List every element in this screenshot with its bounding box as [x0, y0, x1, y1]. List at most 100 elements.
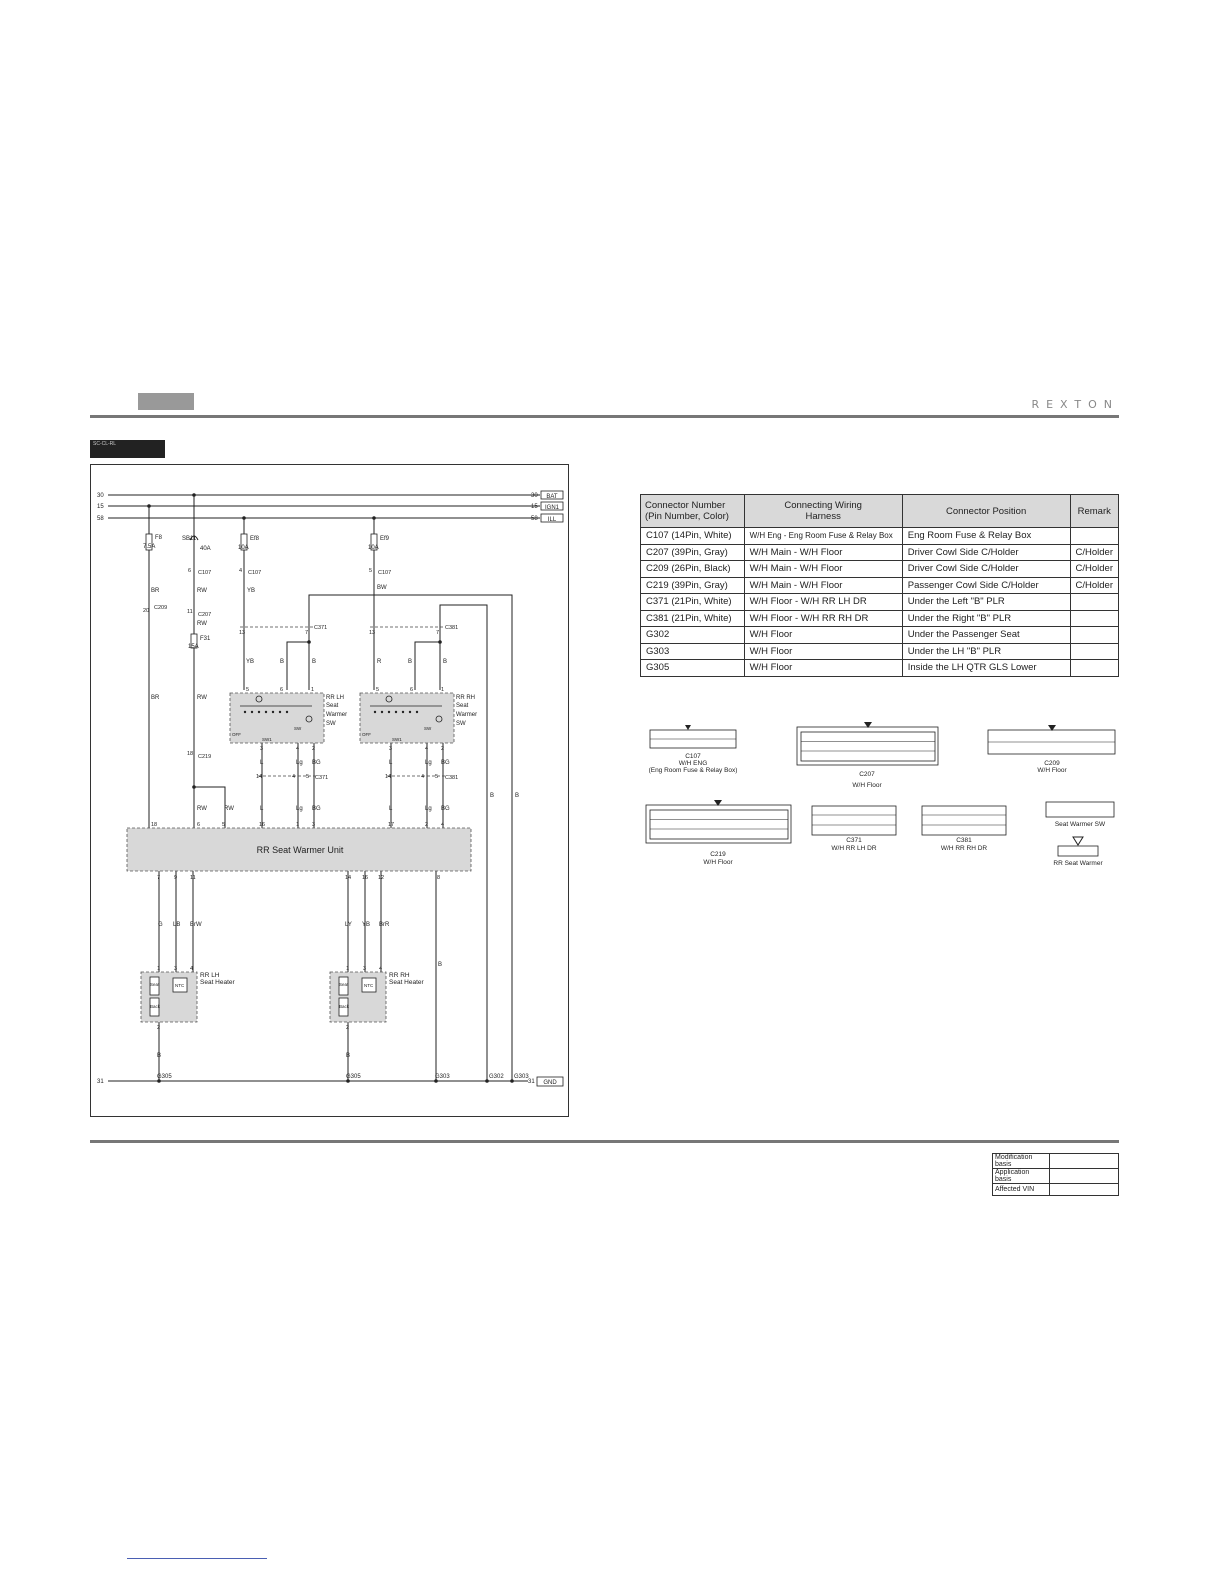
fuse-ef9-id: Ef9: [380, 536, 390, 542]
lh-sw-pin-3: 3: [260, 746, 263, 752]
wire-b-1: B: [280, 659, 284, 665]
unit-pin-16: 16: [362, 875, 368, 881]
cell-connector: C207 (39Pin, Gray): [640, 543, 745, 561]
lh-heater-back: Back: [150, 1004, 161, 1009]
c381-label-top: C381: [445, 625, 458, 631]
wiring-diagram-frame: [90, 464, 569, 1117]
rh-heater-pin-3: 3: [363, 966, 366, 972]
ground-g305-1: G305: [157, 1074, 172, 1080]
ground-g303-2: G303: [514, 1074, 529, 1080]
c371-pin-5: 5: [306, 774, 309, 780]
cell-connector: G305: [640, 659, 745, 677]
wire-b-3: B: [408, 659, 412, 665]
lh-switch-line-4: SW: [326, 721, 336, 727]
cell-harness: W/H Floor - W/H RR RH DR: [743, 609, 903, 627]
lh-heater-line-1: RR LH: [200, 972, 220, 979]
wire-lg-4: Lg: [425, 806, 432, 812]
unit-pin-16: 16: [259, 822, 265, 828]
cell-remark: [1069, 593, 1119, 611]
wire-b-5: B: [490, 793, 494, 799]
mod-label: Affected VIN: [992, 1183, 1050, 1196]
fuse-f31-rating: 15A: [188, 644, 199, 650]
ground-g302: G302: [489, 1074, 504, 1080]
cell-harness: W/H Main - W/H Floor: [743, 576, 903, 594]
face-c107-name: C107: [685, 753, 701, 760]
cell-position: Driver Cowl Side C/Holder: [901, 560, 1071, 578]
unit-pin-12: 12: [378, 875, 384, 881]
wire-bg-3: BG: [312, 806, 321, 812]
fuse-ef9-rating: 10A: [368, 545, 379, 551]
wire-bw: BW: [377, 585, 387, 591]
fuse-ef8-id: Ef8: [250, 536, 260, 542]
c371-pin-14: 14: [256, 774, 262, 780]
wire-ly: LY: [345, 922, 352, 928]
rh-heater-line-1: RR RH: [389, 972, 410, 979]
face-c381-sub: W/H RR RH DR: [941, 845, 988, 852]
mod-label: Application basis: [992, 1168, 1050, 1184]
wire-r: R: [377, 659, 382, 665]
wire-br-1: BR: [151, 588, 160, 594]
lh-switch-sw1: SW1: [262, 737, 272, 742]
unit-pin-1: 1: [296, 822, 299, 828]
footer-link-underline[interactable]: [127, 1558, 267, 1559]
c371-label-top: C371: [314, 625, 327, 631]
face-c209-sub: W/H Floor: [1037, 767, 1067, 774]
rh-switch-sw: SW: [424, 726, 432, 731]
rail-15-number: 15: [97, 504, 104, 510]
table-row: C381 (21Pin, White)W/H Floor - W/H RR RH…: [640, 609, 1119, 627]
c219-label: C219: [198, 754, 211, 760]
c207-pin-11: 11: [187, 609, 193, 615]
rh-sw-pin-1: 1: [441, 687, 444, 693]
wire-rw-1: RW: [197, 588, 207, 594]
c219-pin-18: 18: [187, 751, 193, 757]
lh-switch-line-2: Seat: [326, 703, 339, 709]
cell-remark: [1069, 527, 1119, 545]
c381-label-bottom: C381: [445, 775, 458, 781]
lh-switch-sw: SW: [294, 726, 302, 731]
rail-30-number: 30: [97, 493, 104, 499]
unit-pin-7: 7: [157, 875, 160, 881]
unit-pin-9: 9: [174, 875, 177, 881]
rail-gnd-label: GND: [543, 1080, 557, 1086]
unit-pin-8: 8: [437, 875, 440, 881]
c107-pin-5: 5: [369, 568, 372, 574]
wire-b-2: B: [312, 659, 316, 665]
rh-switch-line-3: Warmer: [456, 712, 477, 718]
lh-switch-line-3: Warmer: [326, 712, 347, 718]
lh-sw-pin-1: 1: [311, 687, 314, 693]
brand-logo: REXTON: [1031, 398, 1119, 411]
wire-br-2: BR: [151, 695, 160, 701]
rh-heater-pin-2: 2: [346, 1025, 349, 1031]
fuse-f8-id: F8: [155, 535, 163, 541]
rail-15-number-right: 15: [531, 504, 538, 510]
face-sw-name: Seat Warmer SW: [1055, 821, 1106, 828]
rail-ign1-label: IGN1: [545, 505, 560, 511]
c107-label-1: C107: [198, 570, 211, 576]
lh-sw-pin-4: 4: [296, 746, 299, 752]
c371-pin-7: 7: [305, 630, 308, 636]
cell-remark: C/Holder: [1069, 543, 1119, 561]
header-tab: [138, 393, 194, 410]
unit-pin-4: 4: [441, 822, 444, 828]
rh-switch-line-1: RR RH: [456, 695, 475, 701]
cell-connector: C381 (21Pin, White): [640, 609, 745, 627]
cell-harness: W/H Floor - W/H RR LH DR: [743, 593, 903, 611]
cell-connector: G303: [640, 642, 745, 660]
rh-heater-pin-1: 1: [346, 966, 349, 972]
cell-harness: W/H Main - W/H Floor: [743, 560, 903, 578]
rail-ill-label: ILL: [548, 517, 557, 523]
rh-switch-line-4: SW: [456, 721, 466, 727]
footer-rule: [90, 1140, 1119, 1143]
cell-position: Under the Left "B" PLR: [901, 593, 1071, 611]
mod-value: [1049, 1168, 1119, 1184]
face-c209-name: C209: [1044, 760, 1060, 767]
ground-31-left: 31: [97, 1079, 104, 1085]
fuse-sb11-id: SB11: [182, 536, 197, 542]
cell-remark: C/Holder: [1069, 576, 1119, 594]
cell-position: Driver Cowl Side C/Holder: [901, 543, 1071, 561]
ground-g303: G303: [435, 1074, 450, 1080]
